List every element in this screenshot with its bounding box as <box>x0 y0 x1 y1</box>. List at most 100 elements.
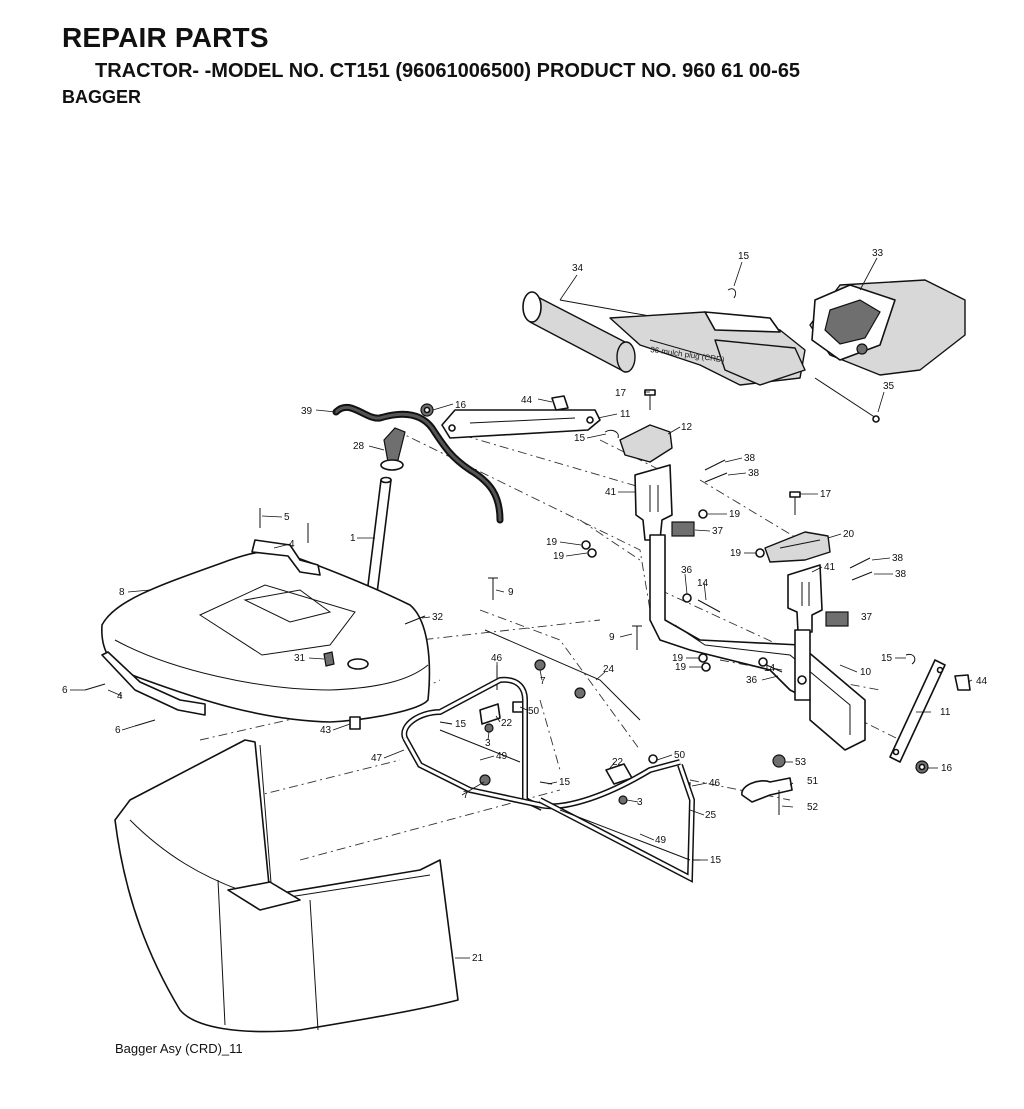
callout-50: 50 <box>528 706 540 717</box>
callout-15: 15 <box>881 653 893 664</box>
page-title: REPAIR PARTS <box>62 22 269 53</box>
callout-14: 14 <box>697 578 709 589</box>
callout-43: 43 <box>320 725 332 736</box>
part-12-plate <box>604 424 673 463</box>
callout-37: 37 <box>712 526 724 537</box>
callout-17: 17 <box>820 489 832 500</box>
callout-44: 44 <box>976 676 988 687</box>
part-11-bracket-right <box>889 659 946 763</box>
callout-19: 19 <box>553 551 565 562</box>
diagram-caption: Bagger Asy (CRD)_11 <box>115 1041 243 1056</box>
callout-15: 15 <box>574 433 586 444</box>
part-53-nut <box>772 754 786 768</box>
part-11-bracket-top <box>441 409 601 439</box>
mulch-plug-assembly <box>609 311 806 386</box>
part-3-nuts <box>484 723 628 805</box>
callout-25: 25 <box>705 810 717 821</box>
callout-20: 20 <box>843 529 855 540</box>
callout-15: 15 <box>710 855 722 866</box>
part-4-strap-top <box>251 539 321 576</box>
callout-15: 15 <box>455 719 467 730</box>
part-15-clips <box>439 288 916 861</box>
part-51-latch <box>741 777 793 803</box>
callout-21: 21 <box>472 953 484 964</box>
callout-49: 49 <box>655 835 667 846</box>
part-22-clamps <box>479 703 633 785</box>
callout-38: 38 <box>892 553 904 564</box>
callout-24: 24 <box>603 664 615 675</box>
part-10-support-frame <box>649 534 866 751</box>
part-14-bolts <box>697 599 783 673</box>
part-21-bag <box>114 739 459 1033</box>
callout-labels: 34 15 33 35 39 16 44 17 11 15 12 28 38 3… <box>62 248 988 964</box>
part-17-bolt-top <box>644 389 656 410</box>
callout-3: 3 <box>485 738 491 749</box>
callout-41: 41 <box>605 487 617 498</box>
part-16-nut-right <box>915 760 929 774</box>
callout-32: 32 <box>432 612 444 623</box>
part-17-bolt-right <box>789 491 801 515</box>
callout-53: 53 <box>795 757 807 768</box>
callout-38: 38 <box>748 468 760 479</box>
callout-9: 9 <box>508 587 514 598</box>
callout-34: 34 <box>572 263 584 274</box>
callout-19: 19 <box>730 548 742 559</box>
callout-19: 19 <box>672 653 684 664</box>
callout-28: 28 <box>353 441 365 452</box>
callout-8: 8 <box>119 587 125 598</box>
callout-46: 46 <box>491 653 503 664</box>
part-43-bumper <box>349 716 361 730</box>
callout-51: 51 <box>807 776 819 787</box>
callout-19: 19 <box>729 509 741 520</box>
callout-1: 1 <box>350 533 356 544</box>
callout-7: 7 <box>463 790 469 801</box>
part-50-spacers <box>512 701 658 764</box>
callout-7: 7 <box>540 676 546 687</box>
callout-4: 4 <box>289 539 295 550</box>
part-44-knob-top <box>551 395 569 411</box>
callout-15: 15 <box>559 777 571 788</box>
callout-11: 11 <box>940 707 951 718</box>
callout-22: 22 <box>612 757 624 768</box>
callout-22: 22 <box>501 718 513 729</box>
part-31-clip <box>323 651 335 667</box>
part-7-nuts <box>479 659 586 786</box>
callout-33: 33 <box>872 248 884 259</box>
part-16-nut-top <box>420 403 434 417</box>
part-24-rod <box>484 629 641 721</box>
callout-15: 15 <box>738 251 750 262</box>
callout-6: 6 <box>62 685 68 696</box>
callout-49: 49 <box>496 751 508 762</box>
part-41-latch-right <box>787 564 823 633</box>
callout-38: 38 <box>895 569 907 580</box>
callout-9: 9 <box>609 632 615 643</box>
part-35-pin <box>814 377 880 423</box>
part-49-rails <box>439 729 691 861</box>
callout-37: 37 <box>861 612 873 623</box>
callout-3: 3 <box>637 797 643 808</box>
part-33-chute-collar <box>809 279 966 376</box>
leader-lines <box>70 257 973 959</box>
callout-41: 41 <box>824 562 836 573</box>
callout-47: 47 <box>371 753 383 764</box>
callout-16: 16 <box>455 400 467 411</box>
model-subtitle: TRACTOR- -MODEL NO. CT151 (96061006500) … <box>95 60 801 82</box>
part-37-pads <box>671 521 849 627</box>
part-41-latch-left <box>634 464 673 541</box>
callout-16: 16 <box>941 763 953 774</box>
part-34-chute-tube <box>522 291 701 373</box>
callout-11: 11 <box>620 409 631 420</box>
callout-31: 31 <box>294 653 306 664</box>
part-44-knob-right <box>954 674 971 691</box>
callout-12: 12 <box>681 422 693 433</box>
part-20-hinge <box>764 531 831 563</box>
callout-36: 36 <box>681 565 693 576</box>
part-5-screws <box>259 508 309 543</box>
callout-39: 39 <box>301 406 313 417</box>
callout-17: 17 <box>615 388 627 399</box>
part-8-bag-top <box>101 550 431 723</box>
callout-5: 5 <box>284 512 290 523</box>
callout-19: 19 <box>546 537 558 548</box>
callout-10: 10 <box>860 667 872 678</box>
